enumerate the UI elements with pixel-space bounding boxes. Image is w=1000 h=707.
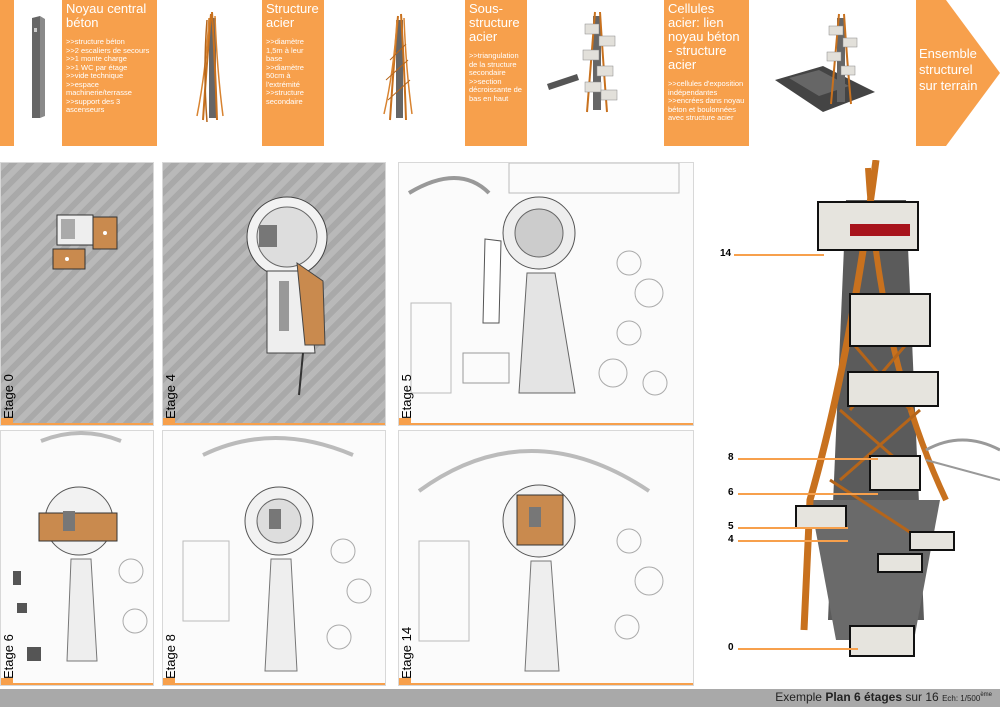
- panel-label: Etage 14: [399, 626, 414, 679]
- arrow-shape-icon: [916, 0, 1000, 146]
- panel-label: Etage 6: [1, 634, 16, 679]
- tower-section: 14 8 6 5 4 0: [700, 160, 1000, 680]
- panel-rule: [163, 423, 385, 425]
- steel-structure-illustration: [196, 11, 224, 123]
- strip-card-steel: Structure acier >>diamètre 1,5m à leur b…: [262, 0, 324, 146]
- footer-prefix: Exemple: [775, 690, 826, 704]
- core-thumbnail: [14, 0, 62, 146]
- plan-drawing: [13, 431, 148, 662]
- panel-tab: [163, 678, 175, 685]
- card-body: >>cellules d'exposition indépendantes >>…: [668, 79, 745, 122]
- ensemble-thumbnail: [749, 0, 916, 146]
- arrow-label: Ensemble structurel sur terrain: [919, 46, 978, 93]
- panel-rule: [163, 683, 385, 685]
- plan-drawing: [182, 436, 372, 672]
- panel-rule: [399, 683, 693, 685]
- strip-left-accent: [0, 0, 14, 146]
- plan-drawing: [246, 196, 328, 396]
- plan-panel-etage-8: Etage 8: [162, 430, 386, 686]
- substructure-illustration: [383, 13, 413, 121]
- level-label: 8: [728, 452, 734, 463]
- level-line: [738, 527, 848, 529]
- footer-caption: Exemple Plan 6 étages sur 16 Ech: 1/500è…: [775, 690, 992, 704]
- level-line: [738, 493, 878, 495]
- panel-label: Etage 5: [399, 374, 414, 419]
- footer-scale: Ech: 1/500: [942, 694, 981, 703]
- plan-drawing: [407, 163, 680, 396]
- plan-panel-etage-0: Etage 0: [0, 162, 154, 426]
- panel-tab: [399, 418, 411, 425]
- card-body: >>diamètre 1,5m à leur base >>diamètre 5…: [266, 37, 304, 106]
- card-title: Structure acier: [266, 1, 319, 30]
- level-line: [738, 540, 848, 542]
- panel-label: Etage 4: [163, 374, 178, 419]
- cells-thumbnail: [527, 0, 664, 146]
- tower-section-drawing: [795, 160, 1000, 657]
- panel-tab: [399, 678, 411, 685]
- substructure-thumbnail: [324, 0, 465, 146]
- card-body: >>triangulation de la structure secondai…: [469, 51, 522, 103]
- plan-panel-etage-6: Etage 6: [0, 430, 154, 686]
- plan-drawing: [52, 214, 118, 270]
- footer-suffix: sur 16: [902, 690, 939, 704]
- panel-rule: [1, 423, 153, 425]
- cells-illustration: [547, 11, 618, 113]
- level-label: 14: [720, 248, 732, 259]
- footer-bar: Exemple Plan 6 étages sur 16 Ech: 1/500è…: [0, 689, 1000, 707]
- strip-card-core: Noyau central béton >>structure béton >>…: [62, 0, 157, 146]
- footer-bold: Plan 6 étages: [825, 690, 903, 704]
- level-label: 4: [728, 534, 734, 545]
- ensemble-arrow: Ensemble structurel sur terrain: [916, 0, 1000, 146]
- panel-rule: [399, 423, 693, 425]
- strip-card-substructure: Sous-structure acier >>triangulation de …: [465, 0, 527, 146]
- steel-thumbnail: [157, 0, 262, 146]
- card-title: Sous-structure acier: [469, 1, 520, 44]
- plan-panel-etage-5: Etage 5: [398, 162, 694, 426]
- level-label: 6: [728, 487, 734, 498]
- panel-label: Etage 8: [163, 634, 178, 679]
- panel-tab: [1, 418, 13, 425]
- ensemble-on-site-illustration: [775, 13, 875, 112]
- panel-rule: [1, 683, 153, 685]
- plan-drawing: [417, 449, 664, 672]
- level-line: [738, 458, 878, 460]
- strip-card-cells: Cellules acier: lien noyau béton - struc…: [664, 0, 749, 146]
- level-label: 5: [728, 521, 734, 532]
- plan-panel-etage-4: Etage 4: [162, 162, 386, 426]
- concrete-core-illustration: [32, 16, 45, 118]
- level-line: [738, 648, 858, 650]
- panel-label: Etage 0: [1, 374, 16, 419]
- footer-scale-sup: ème: [980, 692, 992, 698]
- panel-tab: [163, 418, 175, 425]
- level-line: [734, 254, 824, 256]
- card-title: Noyau central béton: [66, 1, 147, 30]
- card-body: >>structure béton >>2 escaliers de secou…: [66, 37, 150, 114]
- card-title: Cellules acier: lien noyau béton - struc…: [668, 1, 740, 72]
- panel-tab: [1, 678, 13, 685]
- plan-panel-etage-14: Etage 14: [398, 430, 694, 686]
- level-label: 0: [728, 642, 734, 653]
